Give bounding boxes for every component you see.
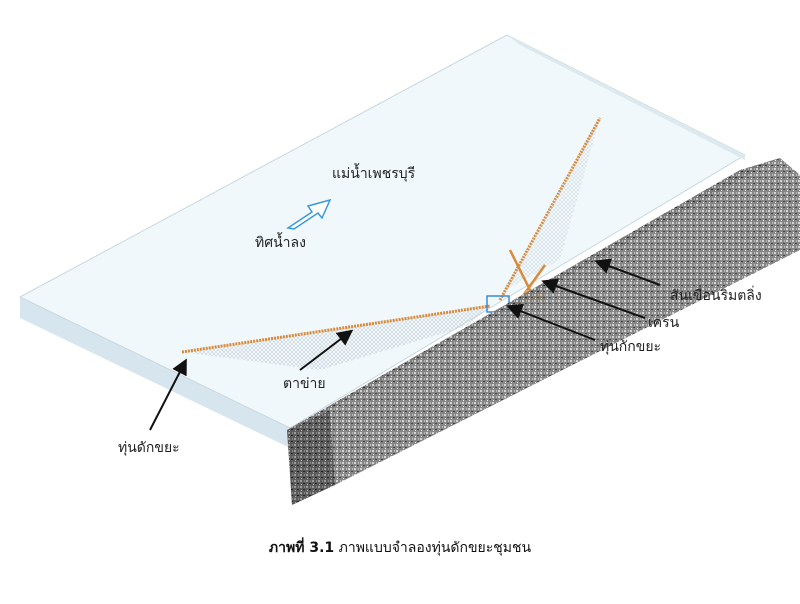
- figure-caption: ภาพที่ 3.1 ภาพแบบจำลองทุ่นดักขยะชุมชน: [0, 537, 800, 559]
- trap-buoy-line: [181, 304, 491, 354]
- trap-buoy-pointer: [149, 358, 187, 431]
- embankment-pointer: [594, 258, 661, 286]
- crane-label: เครน: [648, 315, 680, 331]
- river-label: แม่น้ำเพชรบุรี: [332, 166, 416, 182]
- collector-buoy-pointer: [506, 303, 596, 341]
- crane-pointer: [541, 278, 646, 319]
- net-pointer: [299, 329, 354, 371]
- caption-text: ภาพแบบจำลองทุ่นดักขยะชุมชน: [338, 540, 532, 556]
- trap-buoy-label: ทุ่นดักขยะ: [118, 440, 180, 456]
- embankment: [287, 158, 800, 505]
- embankment-label: สันเขื่อนริมตลิ่ง: [670, 288, 762, 304]
- river-slab: [18, 34, 747, 448]
- flow-direction-arrow-icon: [286, 198, 332, 230]
- caption-number: ภาพที่ 3.1: [268, 540, 335, 556]
- net-label: ตาข่าย: [283, 376, 326, 392]
- flow-direction-label: ทิศน้ำลง: [255, 235, 306, 251]
- collector-buoy-label: ทุ่นกักขยะ: [600, 339, 662, 355]
